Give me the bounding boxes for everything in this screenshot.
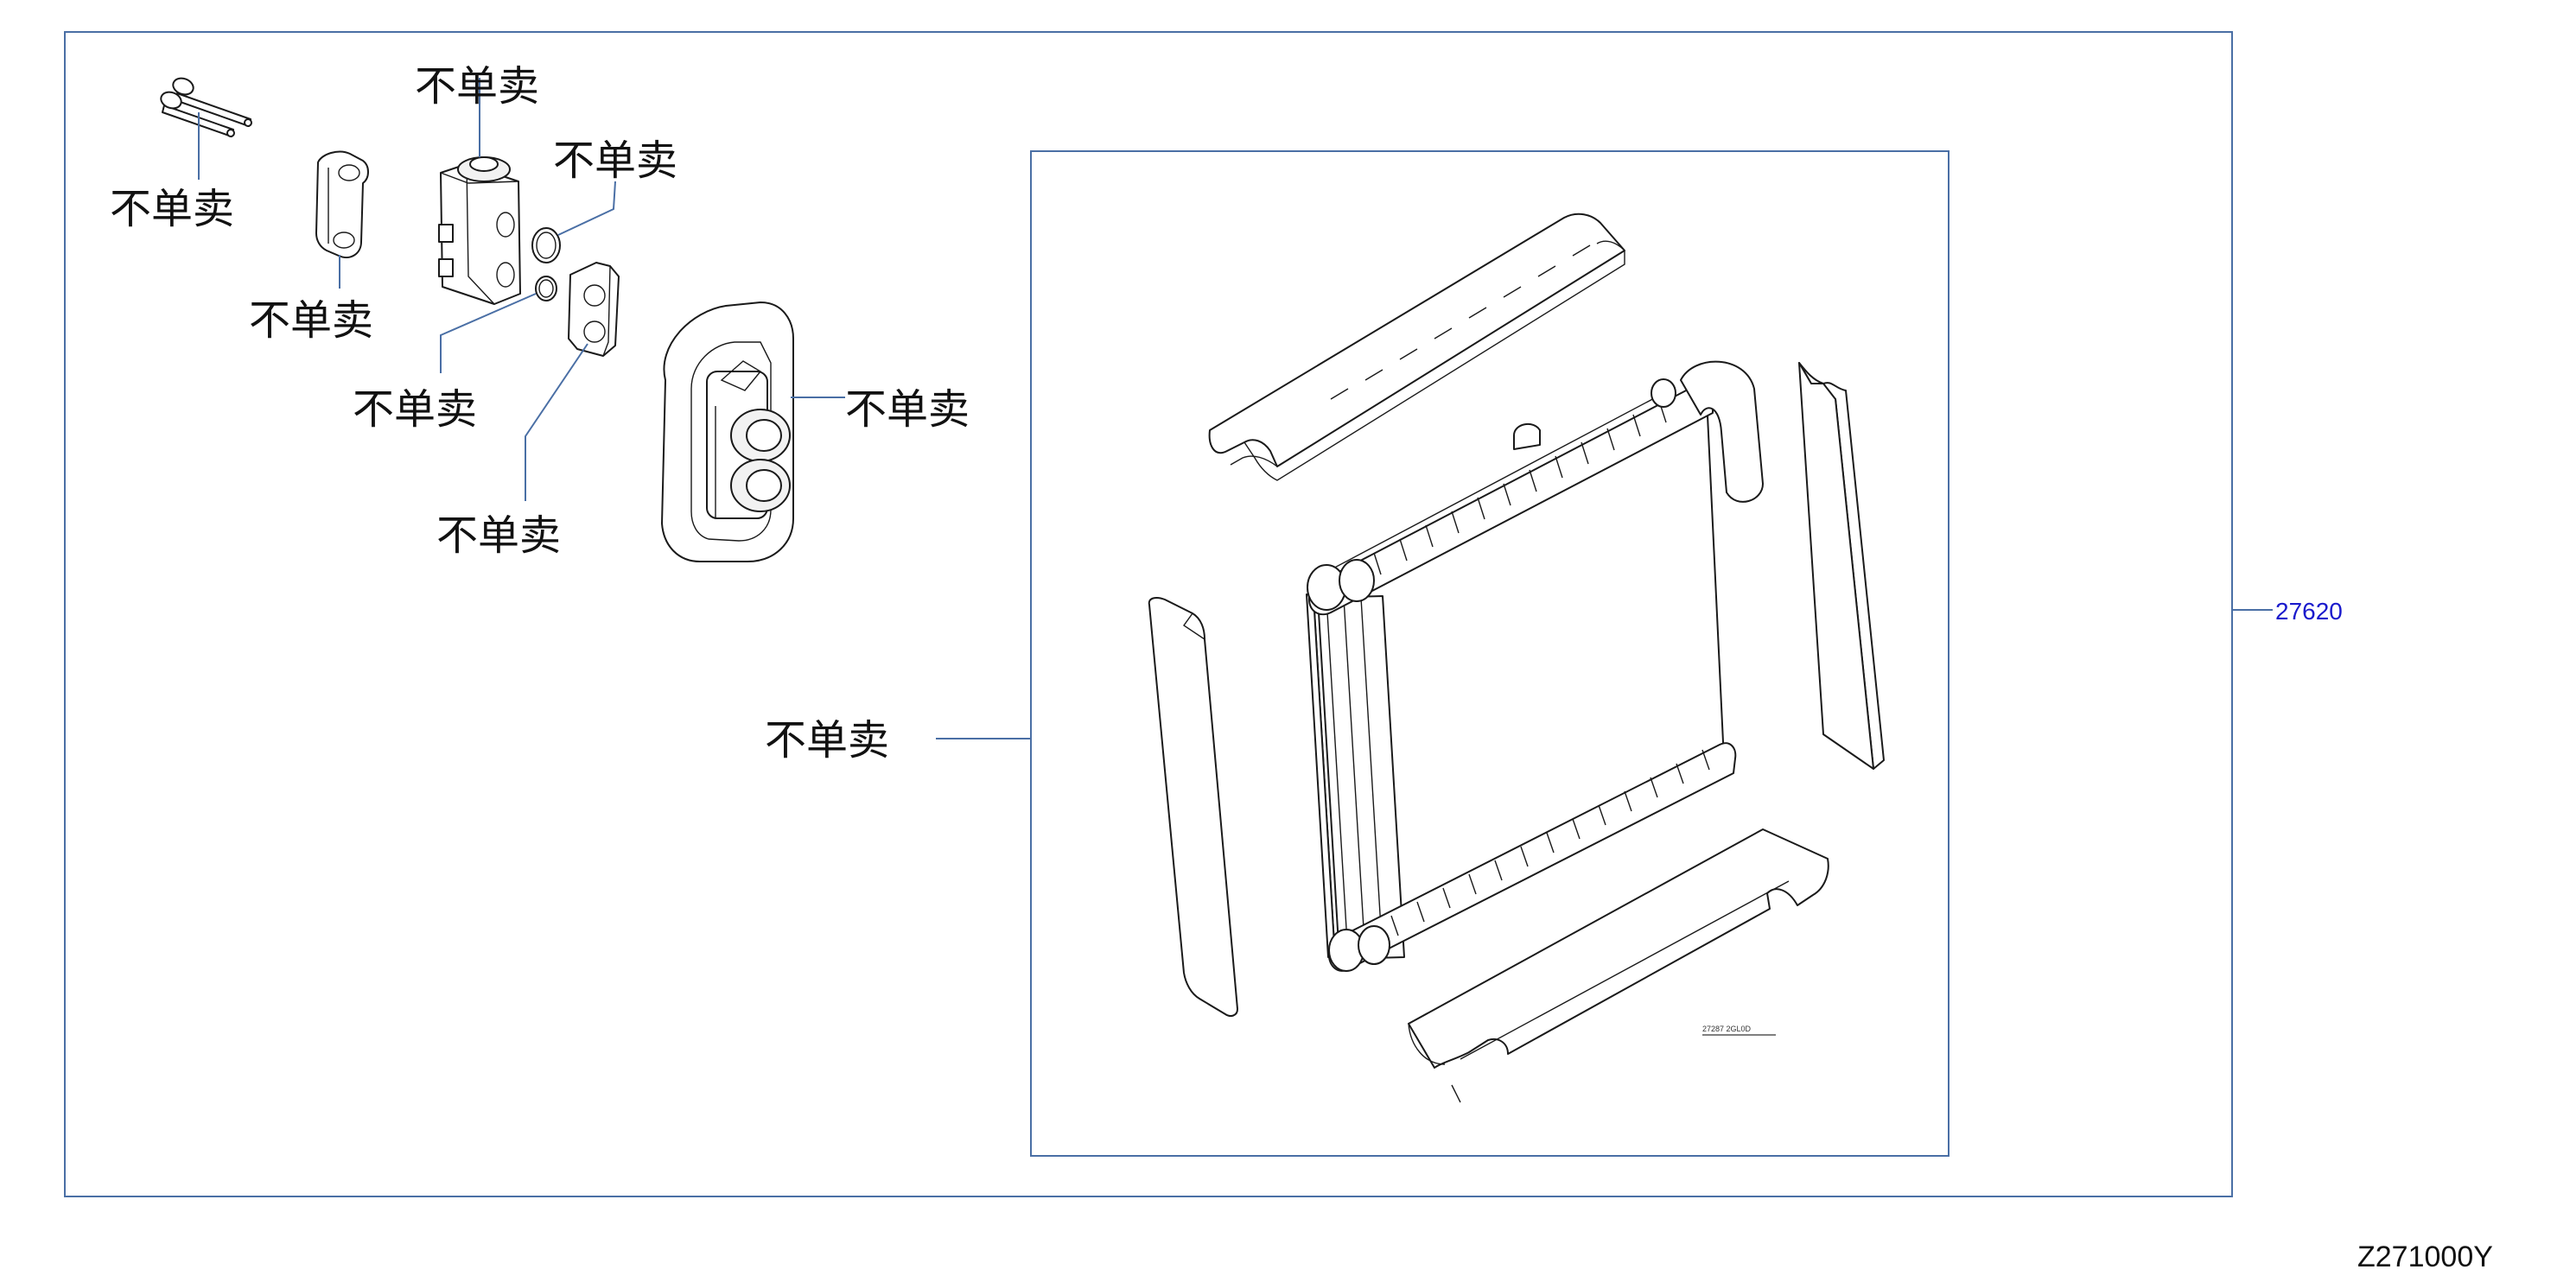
bolt-pair[interactable]: [159, 75, 252, 137]
evaporator-frame: [1030, 150, 1949, 1157]
label-not-sold-valve: 不单卖: [415, 62, 539, 111]
clip[interactable]: [568, 262, 620, 357]
o-ring-small[interactable]: [535, 276, 557, 301]
evaporator-left-seal[interactable]: [1148, 597, 1238, 1017]
drawing-small-code: 27287 2GL0D: [1702, 1025, 1752, 1033]
evaporator-top-cover[interactable]: [1208, 213, 1625, 481]
grommet-seal[interactable]: [661, 301, 794, 562]
label-not-sold-clip: 不单卖: [436, 511, 561, 560]
part-number-27620[interactable]: 27620: [2275, 598, 2343, 625]
evaporator-right-seal[interactable]: [1798, 362, 1885, 770]
label-not-sold-o-ring-small: 不单卖: [353, 385, 477, 434]
figure-code: Z271000Y: [2357, 1241, 2493, 1273]
leader-clip: [525, 343, 588, 501]
label-not-sold-bracket: 不单卖: [249, 296, 373, 345]
label-not-sold-grommet: 不单卖: [845, 385, 970, 434]
label-not-sold-o-ring-large: 不单卖: [553, 136, 677, 185]
leader-o-ring-large: [557, 181, 616, 236]
evaporator-core[interactable]: [1306, 360, 1764, 972]
label-not-sold-bolts: 不单卖: [110, 185, 234, 233]
label-not-sold-evaporator: 不单卖: [765, 716, 889, 765]
expansion-valve[interactable]: [438, 156, 521, 305]
assembly-frame: [64, 31, 2233, 1197]
o-ring-large[interactable]: [531, 227, 561, 263]
evaporator-bottom-cover[interactable]: [1408, 828, 1829, 1103]
bracket[interactable]: [315, 150, 369, 258]
leader-o-ring-small: [440, 293, 537, 373]
